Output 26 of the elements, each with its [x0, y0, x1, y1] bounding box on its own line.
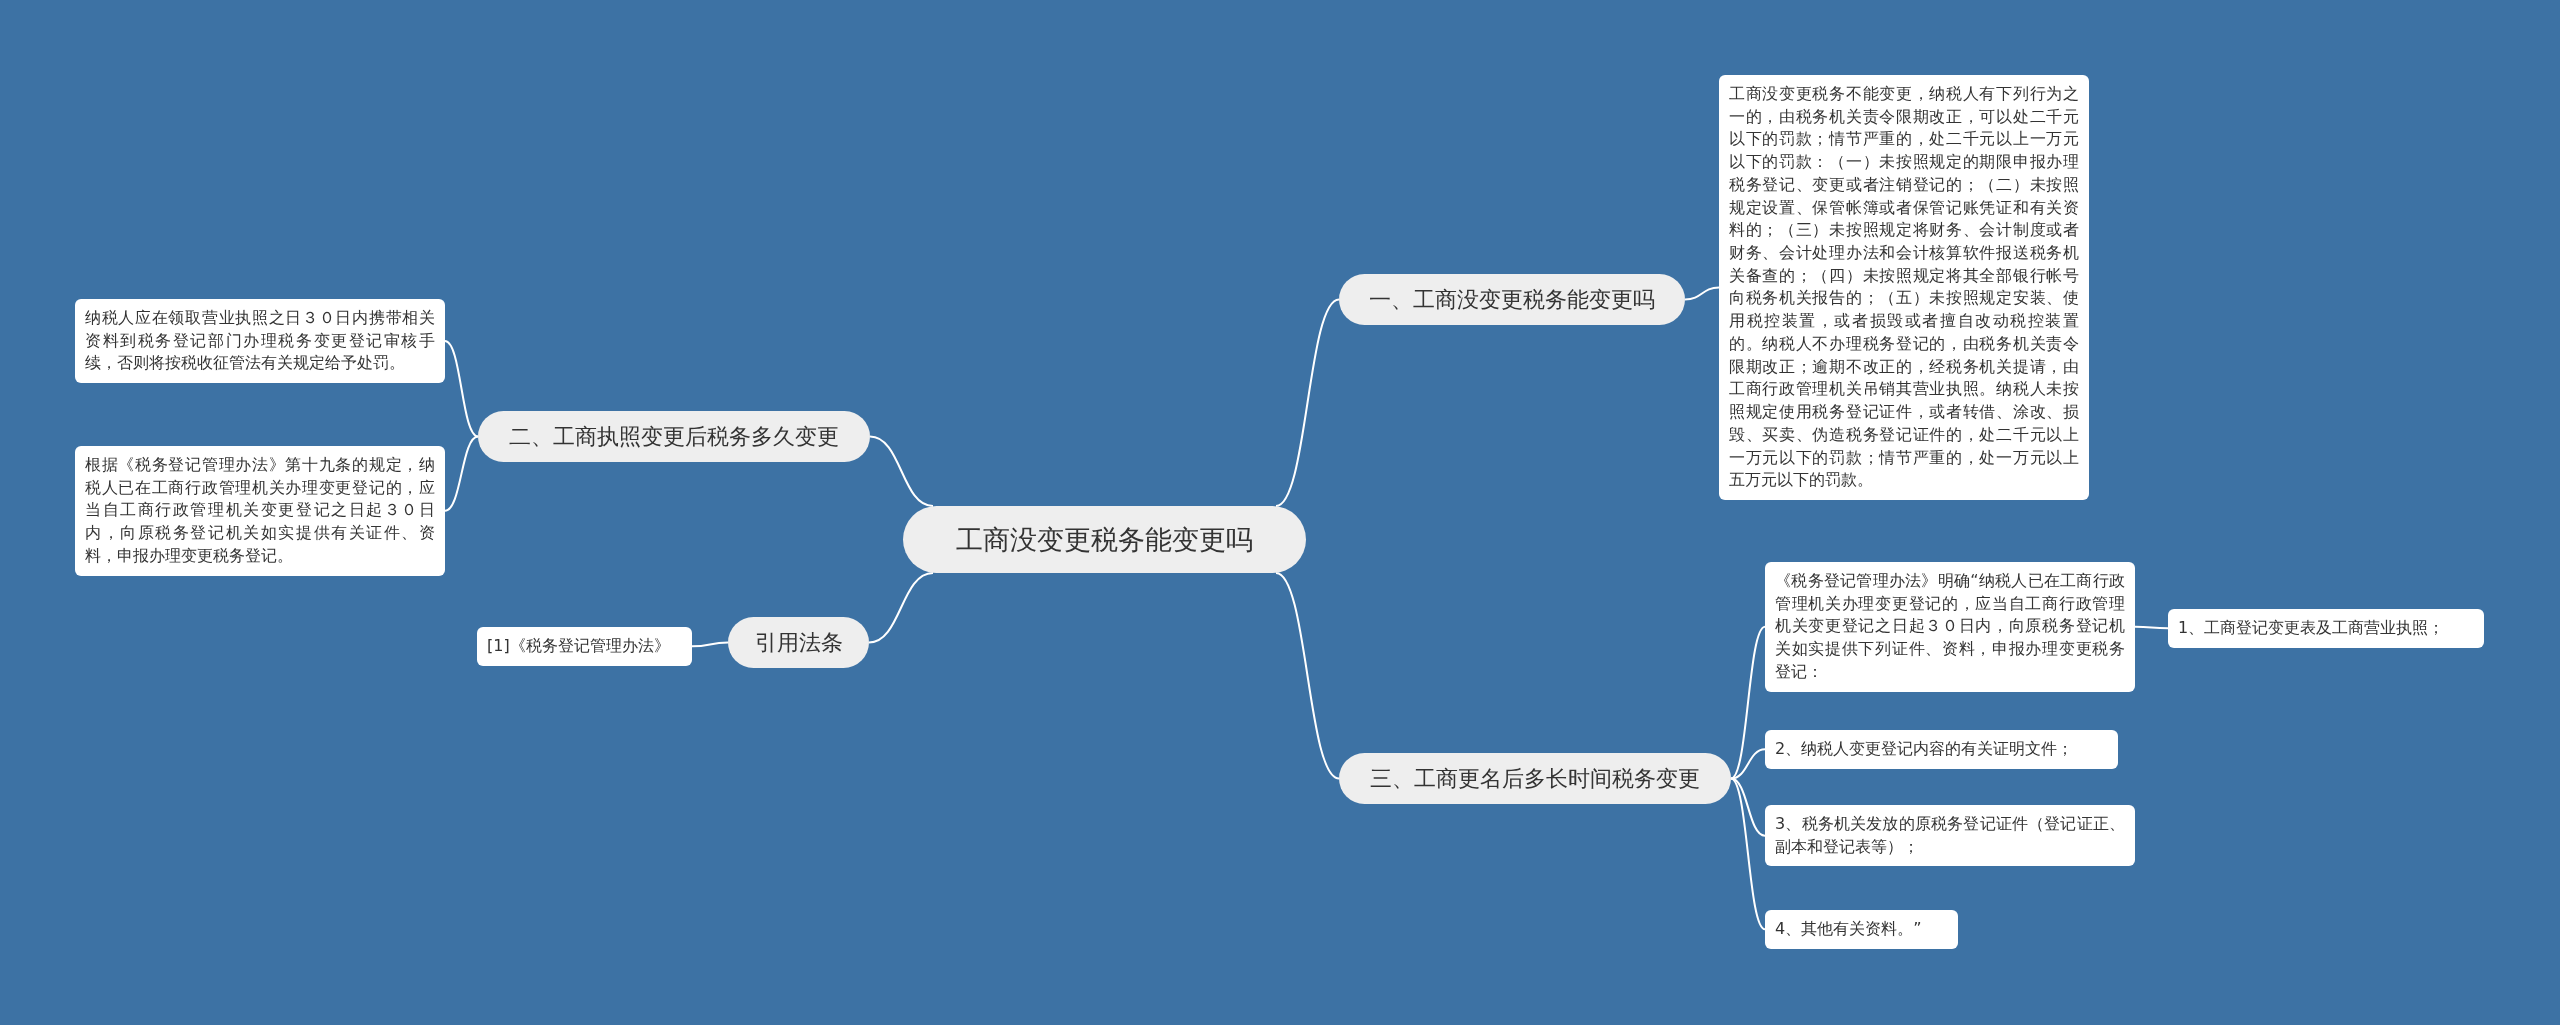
text-card: [1]《税务登记管理办法》 [477, 627, 692, 666]
connector-line [1275, 572, 1340, 780]
connector-line [1730, 777, 1766, 837]
connector-line [691, 641, 729, 648]
topic-pill: 三、工商更名后多长时间税务变更 [1339, 753, 1731, 804]
connector-line [2134, 625, 2169, 630]
connector-line [1684, 286, 1720, 301]
topic-pill: 二、工商执照变更后税务多久变更 [478, 411, 870, 462]
central-topic: 工商没变更税务能变更吗 [903, 506, 1306, 573]
text-card: 3、税务机关发放的原税务登记证件（登记证正、副本和登记表等）； [1765, 805, 2135, 867]
connector-line [444, 340, 479, 438]
connector-line [1275, 298, 1340, 507]
connector-line [869, 435, 934, 507]
text-card: 纳税人应在领取营业执照之日３０日内携带相关资料到税务登记部门办理税务变更登记审核手续，否则将按税收征管法有关规定给予处罚。 [75, 299, 445, 384]
topic-pill: 一、工商没变更税务能变更吗 [1339, 274, 1685, 325]
topic-pill: 引用法条 [728, 617, 869, 668]
connector-line [868, 572, 934, 644]
connector-line [1730, 777, 1766, 931]
text-card: 根据《税务登记管理办法》第十九条的规定，纳税人已在工商行政管理机关办理变更登记的，应当自工商行政管理机关变更登记之日起３０日内，向原税务登记机关如实提供有关证件、资料，申报办理变更税务登记。 [75, 446, 445, 576]
text-card: 1、工商登记变更表及工商营业执照； [2168, 609, 2484, 648]
text-card: 4、其他有关资料。” [1765, 910, 1958, 949]
text-card: 2、纳税人变更登记内容的有关证明文件； [1765, 730, 2118, 769]
connector-line [1730, 625, 1766, 780]
text-card: 《税务登记管理办法》明确“纳税人已在工商行政管理机关办理变更登记的，应当自工商行政管理机关变更登记之日起３０日内，向原税务登记机关如实提供下列证件、资料，申报办理变更税务登记： [1765, 562, 2135, 692]
text-card: 工商没变更税务不能变更，纳税人有下列行为之一的，由税务机关责令限期改正，可以处二千元以下的罚款；情节严重的，处二千元以上一万元以下的罚款：（一）未按照规定的期限申报办理税务登记、变更或者注销登记的；（二）未按照规定设置、保管帐簿或者保管记账凭证和有关资料的；（三）未按照规定将财务、会计制度或者财务、会计处理办法和会计核算软件报送税务机关备查的；（四）未按照规定将其全部银行帐号向税务机关报告的；（五）未按照规定安装、使用税控装置，或者损毁或者擅自改动税控装置的。纳税人不办理税务登记的，由税务机关责令限期改正；逾期不改正的，经税务机关提请，由工商行政管理机关吊销其营业执照。纳税人未按照规定使用税务登记证件，或者转借、涂改、损毁、买卖、伪造税务登记证件的，处二千元以上一万元以下的罚款；情节严重的，处一万元以上五万元以下的罚款。 [1719, 75, 2089, 500]
connector-line [444, 435, 479, 512]
